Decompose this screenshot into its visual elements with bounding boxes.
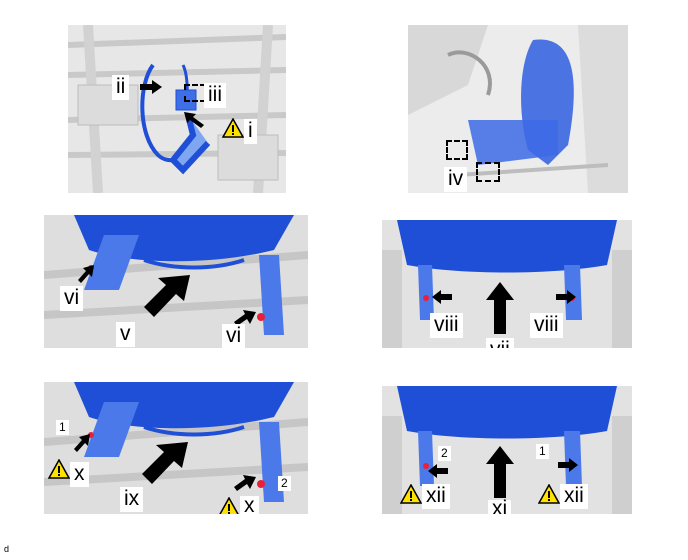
seat-rails-illustration [382,386,632,514]
step-number-2: 2 [438,446,451,461]
label-i: i [244,119,257,144]
warning-icon [48,459,70,479]
label-xii-left: xii [422,484,450,509]
arrow-right-icon [140,80,162,94]
label-iii: iii [204,83,226,108]
dashed-callout-box [446,140,468,160]
warning-icon [219,497,239,514]
label-x-right: x [240,495,259,514]
direction-arrow-icon [142,442,188,484]
dashed-callout-box [184,84,206,102]
label-viii-left: viii [430,313,463,338]
seat-rails-illustration [44,382,308,514]
step-number-2: 2 [278,476,291,491]
arrow-left-icon [432,290,452,304]
dashed-callout-box [476,162,500,182]
arrow-right-icon [558,458,578,472]
panel-front-rails-torque-view: 2 xii xi 1 xii [382,386,632,514]
label-v: v [116,322,135,347]
panel-front-rails-view: viii vii viii [382,220,632,348]
label-iv: iv [444,167,468,192]
harness-illustration [68,25,286,193]
figure-code: d [4,544,10,554]
warning-icon [400,484,422,504]
panel-seat-overview: iv [408,25,628,193]
label-ii: ii [112,75,130,100]
direction-arrow-icon [144,275,190,317]
panel-rear-rails-front-view: vi v vi [44,215,308,348]
direction-arrow-up-icon [486,282,514,334]
step-number-1: 1 [56,420,69,435]
arrow-right-icon [556,290,576,304]
label-x-left: x [70,462,89,487]
warning-icon [538,484,560,504]
label-xi: xi [488,498,512,514]
warning-icon [222,118,244,138]
seat-rails-illustration [382,220,632,348]
arrow-left-icon [428,464,448,478]
arrow-up-right-icon [78,265,94,283]
panel-harness: ii iii i [68,25,286,193]
label-ix: ix [120,487,144,512]
direction-arrow-up-icon [486,446,514,498]
label-vii: vii [486,338,514,348]
label-vi-right: vi [222,324,246,348]
label-vi-left: vi [60,286,84,311]
arrow-right-icon [234,475,256,491]
arrow-right-icon [234,310,256,326]
label-xii-right: xii [560,484,588,509]
arrow-up-left-icon [184,112,204,128]
arrow-up-right-icon [74,434,90,452]
label-viii-right: viii [530,313,563,338]
step-number-1: 1 [536,444,549,459]
seat-overview-illustration [408,25,628,193]
panel-rear-rails-torque-view: 1 x ix 2 x [44,382,308,514]
